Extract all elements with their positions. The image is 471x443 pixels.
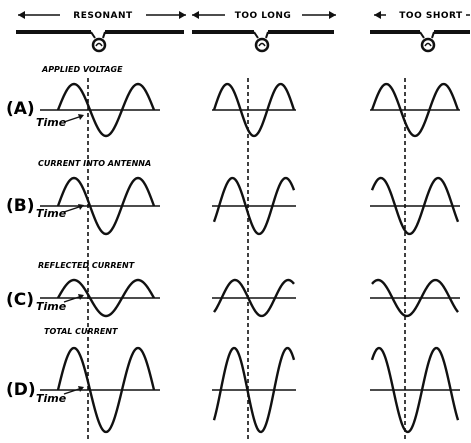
waveform-c-too-short (371, 278, 459, 318)
waveform-a-too-short (370, 82, 460, 138)
antenna-generator-symbol-too-short (424, 42, 432, 47)
row-a-title: APPLIED VOLTAGE (41, 65, 123, 74)
time-arrowhead-d (78, 386, 84, 392)
row-d-title: TOTAL CURRENT (44, 327, 118, 336)
antenna-left-element-too-long (192, 30, 254, 34)
waveform-b-resonant (56, 176, 156, 236)
header-arrowhead-left-resonant (18, 11, 25, 19)
waveform-c-resonant (56, 278, 156, 318)
antenna-generator-symbol-too-long (258, 42, 266, 47)
row-a-time-label: Time (36, 116, 67, 129)
row-d-letter: (D) (6, 380, 36, 400)
waveform-a-too-long (212, 82, 296, 138)
time-arrowhead-b (78, 204, 84, 210)
time-arrowhead-a (78, 114, 84, 120)
column-header-too-short: TOO SHORT (399, 11, 463, 21)
antenna-left-element-too-short (370, 30, 420, 34)
row-a-letter: (A) (6, 99, 35, 119)
header-arrowhead-left-too-short (374, 11, 381, 19)
antenna-right-element-too-long (268, 30, 334, 34)
antenna-generator-too-long (254, 37, 270, 53)
row-b-letter: (B) (6, 196, 35, 216)
waveform-b-too-short (370, 176, 460, 236)
time-arrowhead-c (78, 294, 84, 300)
row-c-letter: (C) (6, 290, 34, 310)
column-header-too-long: TOO LONG (235, 11, 292, 21)
waveform-d-too-short (370, 346, 460, 434)
row-c-title: REFLECTED CURRENT (38, 261, 135, 270)
antenna-generator-resonant (91, 37, 107, 53)
antenna-feed-lead-too-short (419, 31, 435, 39)
header-arrowhead-left-too-long (192, 11, 199, 19)
row-d-time-label: Time (36, 392, 67, 405)
waveform-c-too-long (213, 278, 295, 318)
waveform-b-too-long (212, 176, 296, 236)
antenna-right-element-resonant (105, 30, 184, 34)
header-arrowhead-right-resonant (179, 11, 186, 19)
row-b-time-label: Time (36, 207, 67, 220)
row-b-title: CURRENT INTO ANTENNA (38, 159, 151, 168)
column-header-resonant: RESONANT (73, 11, 133, 21)
antenna-generator-too-short (420, 37, 436, 53)
diagram-art (16, 11, 470, 440)
antenna-feed-lead-resonant (90, 31, 106, 39)
antenna-generator-symbol-resonant (95, 42, 103, 47)
waveform-a-resonant (56, 82, 156, 138)
waveform-d-resonant (56, 346, 156, 434)
header-arrowhead-right-too-long (329, 11, 336, 19)
waveform-d-too-long (212, 346, 296, 434)
antenna-right-element-too-short (434, 30, 470, 34)
antenna-left-element-resonant (16, 30, 91, 34)
antenna-feed-lead-too-long (253, 31, 269, 39)
row-c-time-label: Time (36, 300, 67, 313)
